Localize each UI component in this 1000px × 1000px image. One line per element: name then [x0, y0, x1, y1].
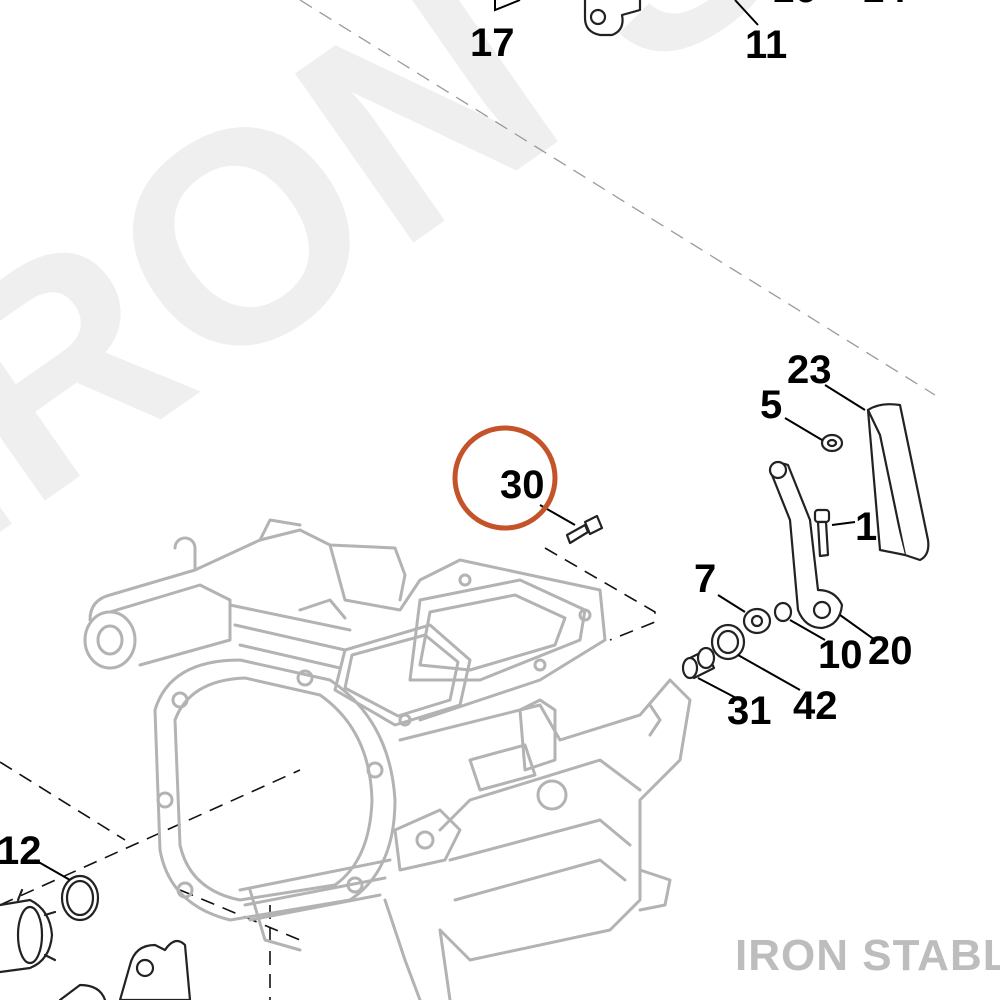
- callout-7: 7: [694, 557, 716, 601]
- leader-42: [737, 654, 801, 691]
- callout-17: 17: [470, 21, 515, 65]
- highlight-circle-30: [452, 425, 558, 531]
- guide-line-top: [299, 0, 936, 396]
- leader-17: [494, 0, 521, 12]
- leader-11: [734, 0, 759, 26]
- callout-16: 16: [772, 0, 817, 11]
- leader-10: [789, 619, 826, 641]
- callout-11: 11: [745, 23, 787, 67]
- callout-12: 12: [0, 829, 42, 873]
- transmission-housing: [83, 518, 692, 1000]
- callout-42: 42: [793, 684, 838, 728]
- callout-23: 23: [787, 348, 832, 392]
- part-7-nut: [742, 607, 772, 635]
- leader-7: [717, 594, 746, 613]
- guide-line-left-2: [0, 769, 301, 906]
- watermark-text: IRON STABLE: [0, 0, 1000, 612]
- part-1-bolt: [813, 508, 831, 558]
- callout-30: 30: [500, 463, 545, 507]
- leader-5: [784, 417, 823, 441]
- part-30-screw: [565, 514, 604, 545]
- callout-5: 5: [760, 383, 782, 427]
- leader-31: [697, 677, 741, 701]
- leader-20: [839, 614, 876, 641]
- part-31-bushing: [681, 646, 716, 680]
- leader-12: [34, 859, 71, 881]
- brand-text: IRON STABLE: [735, 931, 1000, 980]
- part-23-cover: [866, 403, 930, 562]
- leader-23: [824, 384, 866, 411]
- bottom-left-fork: [58, 939, 192, 1000]
- part-5-washer: [820, 433, 844, 453]
- part-42-seal: [710, 623, 746, 661]
- leader-1: [831, 521, 856, 526]
- callout-1: 1: [855, 505, 877, 549]
- part-20-shift-lever: [768, 460, 844, 630]
- guide-line-left-1: [0, 761, 126, 841]
- part-12-oring: [60, 874, 100, 922]
- part-10-clip: [773, 601, 793, 623]
- guide-line-30: [544, 547, 656, 641]
- part-11-assembly: [583, 0, 642, 37]
- callout-10: 10: [818, 633, 863, 677]
- callout-14: 14: [862, 0, 907, 11]
- callout-20: 20: [868, 629, 913, 673]
- callout-31: 31: [727, 689, 772, 733]
- bottom-left-gear: [0, 888, 57, 974]
